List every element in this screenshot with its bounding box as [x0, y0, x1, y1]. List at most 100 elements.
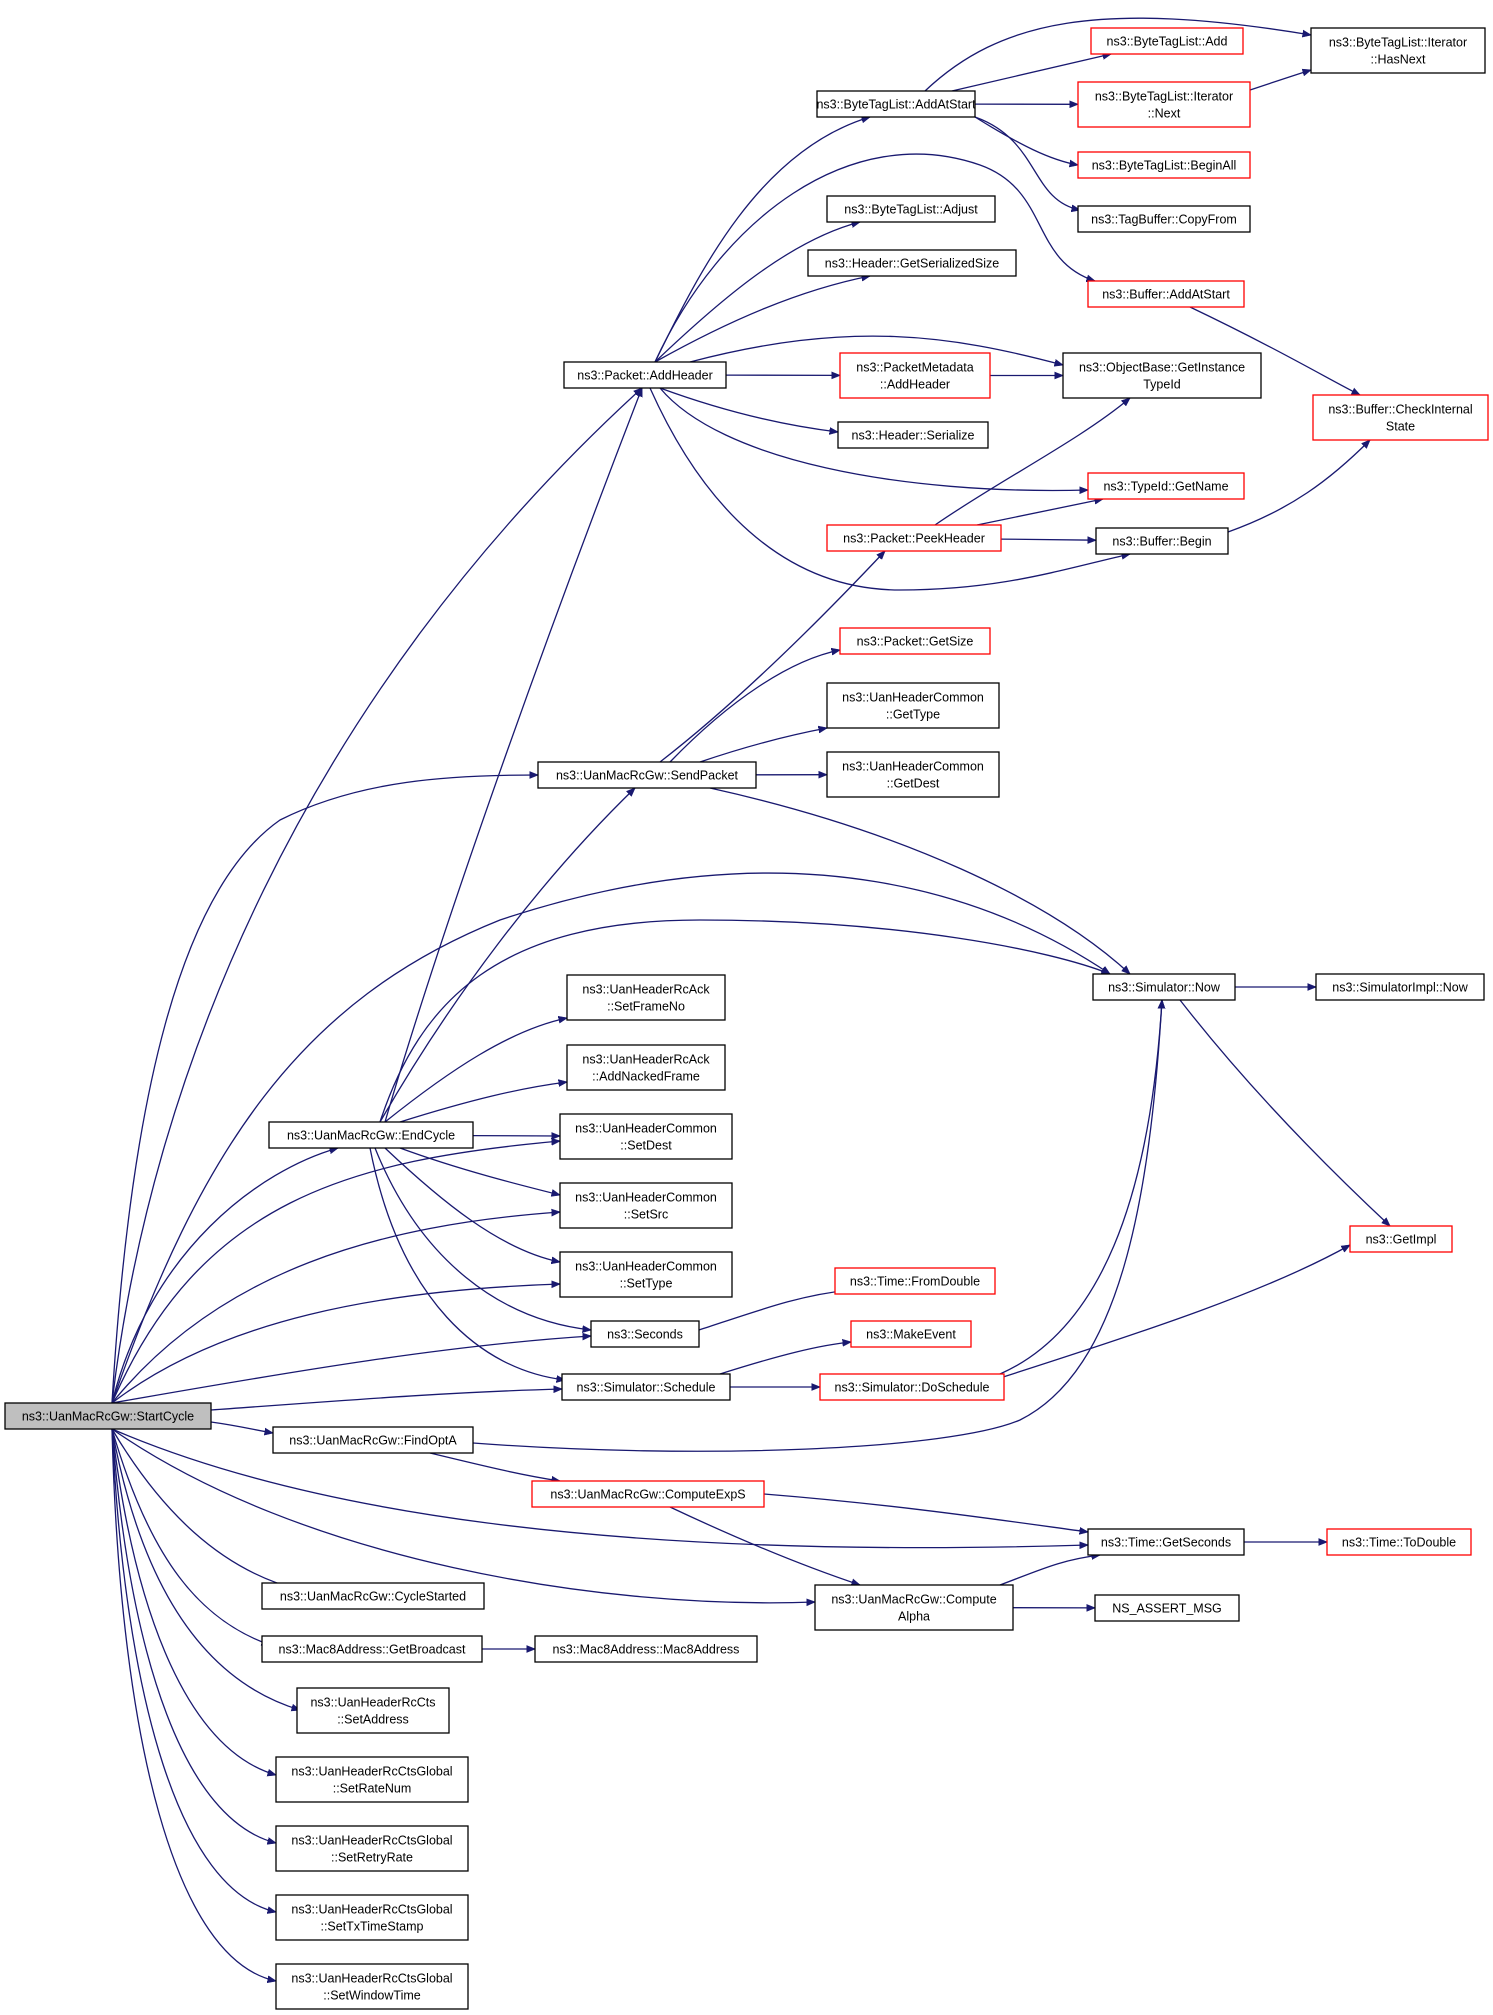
edge-packet-peekheader-to-typeid-getname [976, 499, 1103, 526]
edge-startcycle-to-uanmacrcgw-findopta [210, 1421, 273, 1433]
node-label: ::SetRateNum [333, 1782, 412, 1796]
node-label: ::Next [1148, 107, 1181, 121]
node-seconds[interactable]: ns3::Seconds [590, 1320, 700, 1348]
node-label: ::SetWindowTime [323, 1989, 421, 2003]
edge-seconds-to-time-fromdouble [698, 1290, 850, 1331]
node-uanmacrcgw-computeexps[interactable]: ns3::UanMacRcGw::ComputeExpS [531, 1480, 765, 1508]
node-time-fromdouble[interactable]: ns3::Time::FromDouble [834, 1267, 996, 1295]
node-uanheadercommon-gettype[interactable]: ns3::UanHeaderCommon::GetType [826, 682, 1000, 729]
node-makeevent[interactable]: ns3::MakeEvent [850, 1320, 972, 1348]
node-header-serialize[interactable]: ns3::Header::Serialize [837, 421, 989, 449]
node-box [839, 627, 991, 655]
node-iterator-hasnext[interactable]: ns3::ByteTagList::Iterator::HasNext [1310, 27, 1486, 74]
node-bytetaglist-adjust[interactable]: ns3::ByteTagList::Adjust [826, 195, 996, 223]
node-uanmacrcgw-findopta[interactable]: ns3::UanMacRcGw::FindOptA [272, 1426, 474, 1454]
node-startcycle[interactable]: ns3::UanMacRcGw::StartCycle [4, 1402, 212, 1430]
node-time-todouble[interactable]: ns3::Time::ToDouble [1326, 1528, 1472, 1556]
edge-packet-addheader-to-objectbase-getinstancetypeid [689, 335, 1063, 365]
edge-startcycle-to-simulator-schedule [210, 1389, 562, 1411]
node-box [261, 1635, 483, 1663]
node-uanmacrcgw-endcycle[interactable]: ns3::UanMacRcGw::EndCycle [268, 1121, 474, 1149]
node-box [1094, 1594, 1240, 1622]
node-uanheadercommon-settype[interactable]: ns3::UanHeaderCommon::SetType [559, 1251, 733, 1298]
node-getimpl[interactable]: ns3::GetImpl [1349, 1225, 1453, 1253]
edge-layer [111, 17, 1390, 1981]
edge-packet-peekheader-to-buffer-begin [1000, 539, 1096, 540]
node-buffer-addatstart[interactable]: ns3::Buffer::AddAtStart [1087, 280, 1245, 308]
node-label: ::GetDest [887, 777, 940, 791]
node-uanheaderrccts-setaddress[interactable]: ns3::UanHeaderRcCts::SetAddress [296, 1687, 450, 1734]
node-label: ns3::UanHeaderRcCtsGlobal [291, 1834, 452, 1848]
node-uanheaderrcctsglobal-settxtimestamp[interactable]: ns3::UanHeaderRcCtsGlobal::SetTxTimeStam… [275, 1894, 469, 1941]
node-tagbuffer-copyfrom[interactable]: ns3::TagBuffer::CopyFrom [1077, 205, 1251, 233]
edge-iterator-next-to-iterator-hasnext [1249, 70, 1311, 91]
edge-uanmacrcgw-sendpacket-to-uanheadercommon-gettype [699, 728, 827, 763]
edge-simulator-now-to-getimpl [1179, 999, 1390, 1226]
edge-startcycle-to-simulator-now [111, 872, 1110, 1404]
node-uanheadercommon-setsrc[interactable]: ns3::UanHeaderCommon::SetSrc [559, 1182, 733, 1229]
node-box [834, 1267, 996, 1295]
node-uanheaderrcctsglobal-setratenum[interactable]: ns3::UanHeaderRcCtsGlobal::SetRateNum [275, 1756, 469, 1803]
node-uanheaderrcack-addnackedframe[interactable]: ns3::UanHeaderRcAck::AddNackedFrame [566, 1044, 726, 1091]
node-simulator-now[interactable]: ns3::Simulator::Now [1092, 973, 1236, 1001]
edge-uanmacrcgw-sendpacket-to-simulator-now [709, 787, 1130, 974]
node-box [1095, 527, 1229, 555]
node-iterator-next[interactable]: ns3::ByteTagList::Iterator::Next [1077, 81, 1251, 128]
node-label: ns3::GetImpl [1366, 1233, 1437, 1247]
node-box [826, 751, 1000, 798]
node-box [590, 1320, 700, 1348]
node-buffer-begin[interactable]: ns3::Buffer::Begin [1095, 527, 1229, 555]
node-mac8address-getbroadcast[interactable]: ns3::Mac8Address::GetBroadcast [261, 1635, 483, 1663]
node-label: ns3::SimulatorImpl::Now [1332, 981, 1468, 995]
node-simulator-schedule[interactable]: ns3::Simulator::Schedule [561, 1373, 731, 1401]
node-ns-assert-msg[interactable]: NS_ASSERT_MSG [1094, 1594, 1240, 1622]
node-packet-peekheader[interactable]: ns3::Packet::PeekHeader [826, 524, 1002, 552]
node-simulatorimpl-now[interactable]: ns3::SimulatorImpl::Now [1315, 973, 1485, 1001]
node-uanheadercommon-getdest[interactable]: ns3::UanHeaderCommon::GetDest [826, 751, 1000, 798]
node-box [1310, 27, 1486, 74]
edge-bytetaglist-addatstart-to-tagbuffer-copyfrom [974, 116, 1080, 210]
edge-uanmacrcgw-endcycle-to-uanheadercommon-settype [384, 1147, 560, 1262]
node-label: ::SetTxTimeStamp [320, 1920, 423, 1934]
node-bytetaglist-addatstart[interactable]: ns3::ByteTagList::AddAtStart [816, 90, 976, 118]
node-box [261, 1582, 485, 1610]
node-label: ns3::UanMacRcGw::StartCycle [22, 1410, 194, 1424]
edge-startcycle-to-uanheaderrcctsglobal-setratenum [111, 1428, 276, 1775]
node-uanheaderrcctsglobal-setwindowtime[interactable]: ns3::UanHeaderRcCtsGlobal::SetWindowTime [275, 1963, 469, 2010]
edge-startcycle-to-uanheadercommon-setsrc [111, 1212, 560, 1404]
node-label: ns3::UanMacRcGw::Compute [831, 1593, 996, 1607]
edge-uanmacrcgw-sendpacket-to-packet-getsize [669, 650, 840, 763]
node-packet-getsize[interactable]: ns3::Packet::GetSize [839, 627, 991, 655]
node-label: ns3::UanHeaderRcCtsGlobal [291, 1972, 452, 1986]
edge-startcycle-to-uanheadercommon-setdest [111, 1141, 560, 1404]
node-uanheaderrcctsglobal-setretryrate[interactable]: ns3::UanHeaderRcCtsGlobal::SetRetryRate [275, 1825, 469, 1872]
edge-packet-addheader-to-typeid-getname [659, 387, 1088, 490]
node-packetmetadata-addheader[interactable]: ns3::PacketMetadata::AddHeader [839, 352, 991, 399]
node-simulator-doschedule[interactable]: ns3::Simulator::DoSchedule [819, 1373, 1005, 1401]
node-box [537, 761, 757, 789]
edge-startcycle-to-time-getseconds [111, 1428, 1088, 1548]
node-box [1092, 973, 1236, 1001]
node-uanheadercommon-setdest[interactable]: ns3::UanHeaderCommon::SetDest [559, 1113, 733, 1160]
node-label: ::AddHeader [880, 378, 950, 392]
node-typeid-getname[interactable]: ns3::TypeId::GetName [1087, 472, 1245, 500]
node-packet-addheader[interactable]: ns3::Packet::AddHeader [563, 361, 727, 389]
node-uanmacrcgw-sendpacket[interactable]: ns3::UanMacRcGw::SendPacket [537, 761, 757, 789]
node-uanmacrcgw-cyclestarted[interactable]: ns3::UanMacRcGw::CycleStarted [261, 1582, 485, 1610]
node-bytetaglist-add[interactable]: ns3::ByteTagList::Add [1090, 27, 1244, 55]
node-bytetaglist-beginall[interactable]: ns3::ByteTagList::BeginAll [1077, 151, 1251, 179]
node-box [559, 1251, 733, 1298]
node-label: NS_ASSERT_MSG [1112, 1602, 1222, 1616]
node-time-getseconds[interactable]: ns3::Time::GetSeconds [1087, 1528, 1245, 1556]
node-label: ns3::PacketMetadata [856, 361, 973, 375]
node-label: ns3::UanHeaderCommon [575, 1122, 717, 1136]
node-uanheaderrcack-setframeno[interactable]: ns3::UanHeaderRcAck::SetFrameNo [566, 974, 726, 1021]
node-box [4, 1402, 212, 1430]
node-mac8address-mac8address[interactable]: ns3::Mac8Address::Mac8Address [534, 1635, 758, 1663]
node-label: ns3::UanHeaderCommon [842, 691, 984, 705]
node-header-getserializedsize[interactable]: ns3::Header::GetSerializedSize [807, 249, 1017, 277]
